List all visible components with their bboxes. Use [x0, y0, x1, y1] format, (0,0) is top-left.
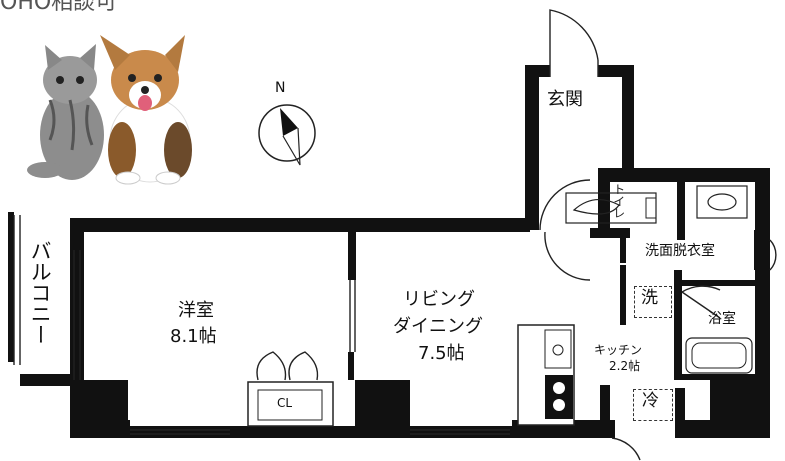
- closet-label: CL: [277, 396, 293, 410]
- balcony-label: バルコニー: [28, 240, 53, 345]
- kitchen-counter: [517, 324, 575, 426]
- wash-basin-icon: [696, 185, 748, 219]
- header-text: OHO相談可: [0, 0, 118, 15]
- toilet-label: トイレ: [611, 183, 626, 219]
- washer-label: 洗: [641, 288, 658, 308]
- kitchen-size: 2.2帖: [609, 359, 641, 373]
- living-name-2: ダイニング: [393, 316, 483, 337]
- washroom-label: 洗面脱衣室: [645, 243, 715, 259]
- cat-image: [27, 44, 104, 180]
- western-room-size: 8.1帖: [170, 326, 217, 347]
- toilet-icon: [565, 192, 657, 224]
- washer-space: [634, 286, 672, 318]
- compass-icon: [258, 104, 316, 166]
- western-room-name: 洋室: [178, 300, 214, 321]
- fridge-space: [633, 389, 673, 421]
- dog-image: [100, 35, 192, 185]
- living-name-1: リビング: [403, 289, 475, 310]
- closet-box: [247, 381, 334, 427]
- living-size: 7.5帖: [418, 343, 465, 364]
- entrance-label: 玄関: [547, 89, 583, 110]
- compass-north-label: N: [275, 80, 286, 96]
- fridge-label: 冷: [642, 391, 659, 411]
- bathroom-label: 浴室: [708, 311, 736, 327]
- pets-illustration: [27, 35, 192, 185]
- kitchen-name: キッチン: [594, 343, 643, 357]
- bathtub-icon: [685, 337, 753, 374]
